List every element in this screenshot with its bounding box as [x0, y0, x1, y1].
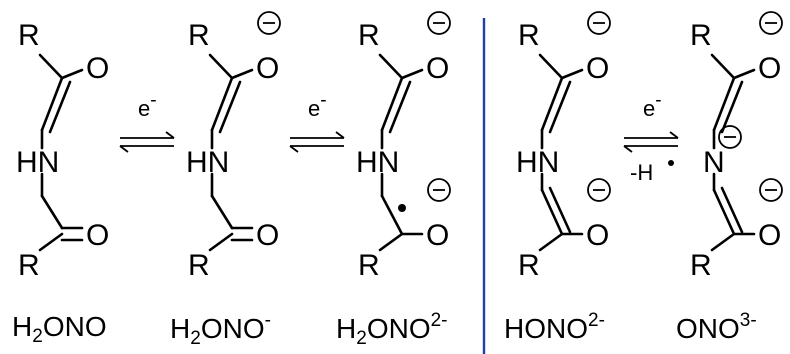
nh-label: HN [516, 146, 559, 179]
oxygen-label: O [586, 52, 609, 85]
equilibrium-arrow-3: e- -H [623, 90, 679, 185]
species-label-h2ono-minus: H2ONO- [170, 310, 271, 349]
oxygen-label: O [586, 219, 609, 252]
oxygen-label: O [86, 52, 109, 85]
oxygen-label: O [426, 219, 449, 252]
molecule-hono-2minus: R O HN O R [516, 11, 611, 282]
radical-dot-icon [668, 160, 674, 166]
electron-label: e- [308, 90, 327, 121]
r-group-label: R [188, 19, 210, 52]
nh-label: HN [356, 146, 399, 179]
species-label-hono-2minus: HONO2- [504, 310, 605, 344]
nh-label: HN [186, 146, 229, 179]
r-group-label: R [188, 249, 210, 282]
electron-label: e- [643, 90, 662, 121]
electron-label: e- [138, 90, 157, 121]
negative-charge-icon [257, 11, 281, 35]
negative-charge-icon [718, 125, 742, 149]
negative-charge-icon [427, 178, 451, 202]
oxygen-label: O [256, 52, 279, 85]
minus-h-label: -H [630, 160, 653, 185]
species-label-h2ono: H2ONO [12, 311, 107, 347]
r-group-label: R [18, 249, 40, 282]
r-group-label: R [18, 19, 40, 52]
species-label-h2ono-2minus: H2ONO2- [336, 310, 448, 349]
r-group-label: R [690, 19, 712, 52]
negative-charge-icon [587, 11, 611, 35]
molecule-ono-3minus: R O N O R [690, 11, 783, 282]
molecule-h2ono-minus: R O HN O R [186, 11, 281, 282]
negative-charge-icon [759, 11, 783, 35]
nh-label: HN [16, 146, 59, 179]
oxygen-label: O [426, 52, 449, 85]
molecule-h2ono: R O HN O R [16, 19, 109, 282]
species-label-ono-3minus: ONO3- [676, 310, 757, 344]
equilibrium-arrow-1: e- [119, 90, 175, 153]
r-group-label: R [518, 249, 540, 282]
radical-dot-icon [398, 204, 406, 212]
r-group-label: R [518, 19, 540, 52]
negative-charge-icon [759, 178, 783, 202]
negative-charge-icon [427, 11, 451, 35]
r-group-label: R [358, 19, 380, 52]
nitrogen-label: N [703, 146, 725, 179]
molecule-h2ono-2minus: R O HN O R [356, 11, 451, 282]
r-group-label: R [690, 249, 712, 282]
equilibrium-arrow-2: e- [289, 90, 345, 153]
negative-charge-icon [587, 178, 611, 202]
oxygen-label: O [256, 219, 279, 252]
oxygen-label: O [758, 219, 781, 252]
oxygen-label: O [86, 219, 109, 252]
oxygen-label: O [758, 52, 781, 85]
r-group-label: R [358, 249, 380, 282]
